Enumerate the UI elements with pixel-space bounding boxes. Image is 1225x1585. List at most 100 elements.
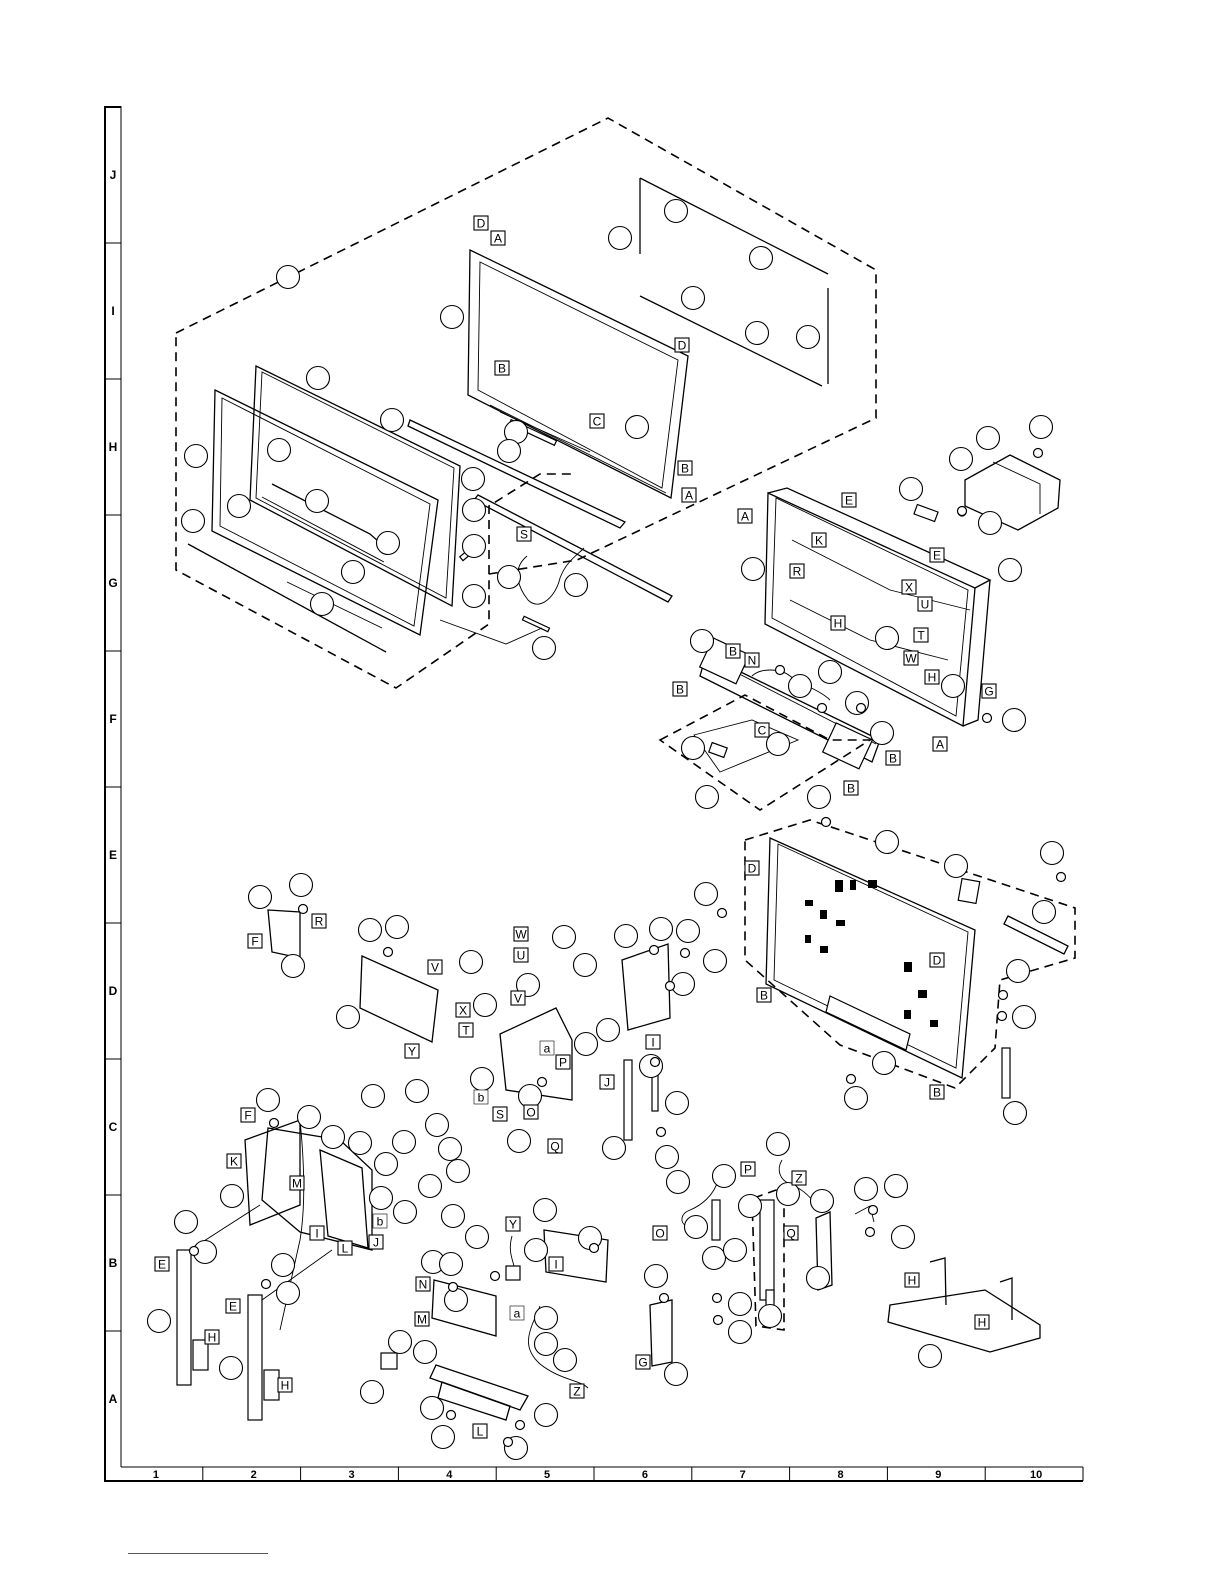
screw [650, 946, 659, 955]
callout-circle [554, 1349, 577, 1372]
callout-circle [298, 1106, 321, 1129]
connector-label-S: S [493, 1107, 507, 1122]
screw [681, 949, 690, 958]
callout-circle [667, 1171, 690, 1194]
row-label: J [110, 168, 117, 182]
connector-letter: D [748, 862, 757, 876]
connector-label-b: b [474, 1090, 488, 1105]
connector-label-X: X [902, 580, 916, 595]
connector-label-I: I [310, 1226, 324, 1241]
callout-circle [535, 1307, 558, 1330]
link-underline[interactable] [128, 1553, 268, 1554]
callout-circle [1004, 1102, 1027, 1125]
connector-letter: B [889, 752, 897, 766]
connector-label-N: N [745, 653, 759, 668]
connector-label-R: R [312, 914, 326, 929]
connector-label-U: U [514, 948, 528, 963]
connector-label-R: R [790, 564, 804, 579]
column-label: 6 [642, 1469, 648, 1481]
connector-letter: a [514, 1307, 521, 1321]
callout-circle [432, 1426, 455, 1449]
callout-circle [767, 733, 790, 756]
callout-circle [342, 561, 365, 584]
row-label: E [109, 848, 117, 862]
connector-label-B: B [886, 751, 900, 766]
callout-circle [742, 558, 765, 581]
callout-circle [950, 448, 973, 471]
screw [958, 507, 967, 516]
callout-circle [574, 954, 597, 977]
callout-circle [466, 1226, 489, 1249]
connector-label-F: F [248, 934, 262, 949]
screw [999, 991, 1008, 1000]
callout-circle [885, 1175, 908, 1198]
callout-circle [426, 1114, 449, 1137]
connector-letter: M [417, 1313, 427, 1327]
callout-circle [148, 1310, 171, 1333]
connector-letter: Y [509, 1218, 517, 1232]
connector-letter: V [431, 961, 439, 975]
screw [776, 666, 785, 675]
callout-circle [626, 416, 649, 439]
connector-label-E: E [226, 1299, 240, 1314]
screw [270, 1119, 279, 1128]
callout-circle [575, 1033, 598, 1056]
screw [262, 1280, 271, 1289]
column-label: 1 [153, 1469, 159, 1481]
row-label: G [108, 576, 117, 590]
callout-circle [999, 559, 1022, 582]
connector-label-E: E [930, 548, 944, 563]
connector-label-H: H [831, 616, 845, 631]
connector-label-H: H [278, 1378, 292, 1393]
callout-circle [442, 1205, 465, 1228]
callout-circle [419, 1175, 442, 1198]
row-label: A [109, 1392, 118, 1406]
screw [847, 1075, 856, 1084]
connector-label-B: B [757, 988, 771, 1003]
callout-circle [228, 495, 251, 518]
callout-circle [375, 1153, 398, 1176]
rear-frame-group [660, 455, 1060, 810]
connector-letter: H [281, 1379, 290, 1393]
reference-callouts [148, 200, 1064, 1460]
screw [818, 704, 827, 713]
callout-circle [393, 1131, 416, 1154]
connector-label-D: D [745, 861, 759, 876]
connector-letter: X [459, 1004, 467, 1018]
callout-circle [535, 1404, 558, 1427]
callout-circle [221, 1185, 244, 1208]
connector-label-a: a [510, 1306, 524, 1321]
connector-label-H: H [905, 1273, 919, 1288]
connector-letter: Y [408, 1045, 416, 1059]
connector-letter: A [741, 510, 749, 524]
connector-label-A: A [682, 488, 696, 503]
column-label: 2 [251, 1469, 257, 1481]
callout-circle [682, 737, 705, 760]
connector-letter: S [496, 1108, 504, 1122]
connector-letter: L [342, 1242, 349, 1256]
callout-circle [615, 925, 638, 948]
connector-letter: D [477, 217, 486, 231]
callout-circle [871, 722, 894, 745]
connector-letter: Z [573, 1385, 580, 1399]
connector-letter: Q [550, 1140, 559, 1154]
connector-letter: I [315, 1227, 318, 1241]
connector-letter: M [292, 1177, 302, 1191]
connector-label-M: M [415, 1312, 429, 1327]
connector-letter: B [681, 462, 689, 476]
connector-label-E: E [842, 493, 856, 508]
connector-letter: H [978, 1316, 987, 1330]
callout-circle [729, 1293, 752, 1316]
callout-circle [463, 499, 486, 522]
connector-label-E: E [155, 1257, 169, 1272]
connector-label-X: X [456, 1003, 470, 1018]
connector-label-B: B [726, 644, 740, 659]
callout-circle [406, 1080, 429, 1103]
connector-label-P: P [556, 1055, 570, 1070]
callout-circle [759, 1305, 782, 1328]
callout-circle [282, 955, 305, 978]
callout-circle [508, 1130, 531, 1153]
connector-letter: U [921, 598, 930, 612]
screw [1034, 449, 1043, 458]
